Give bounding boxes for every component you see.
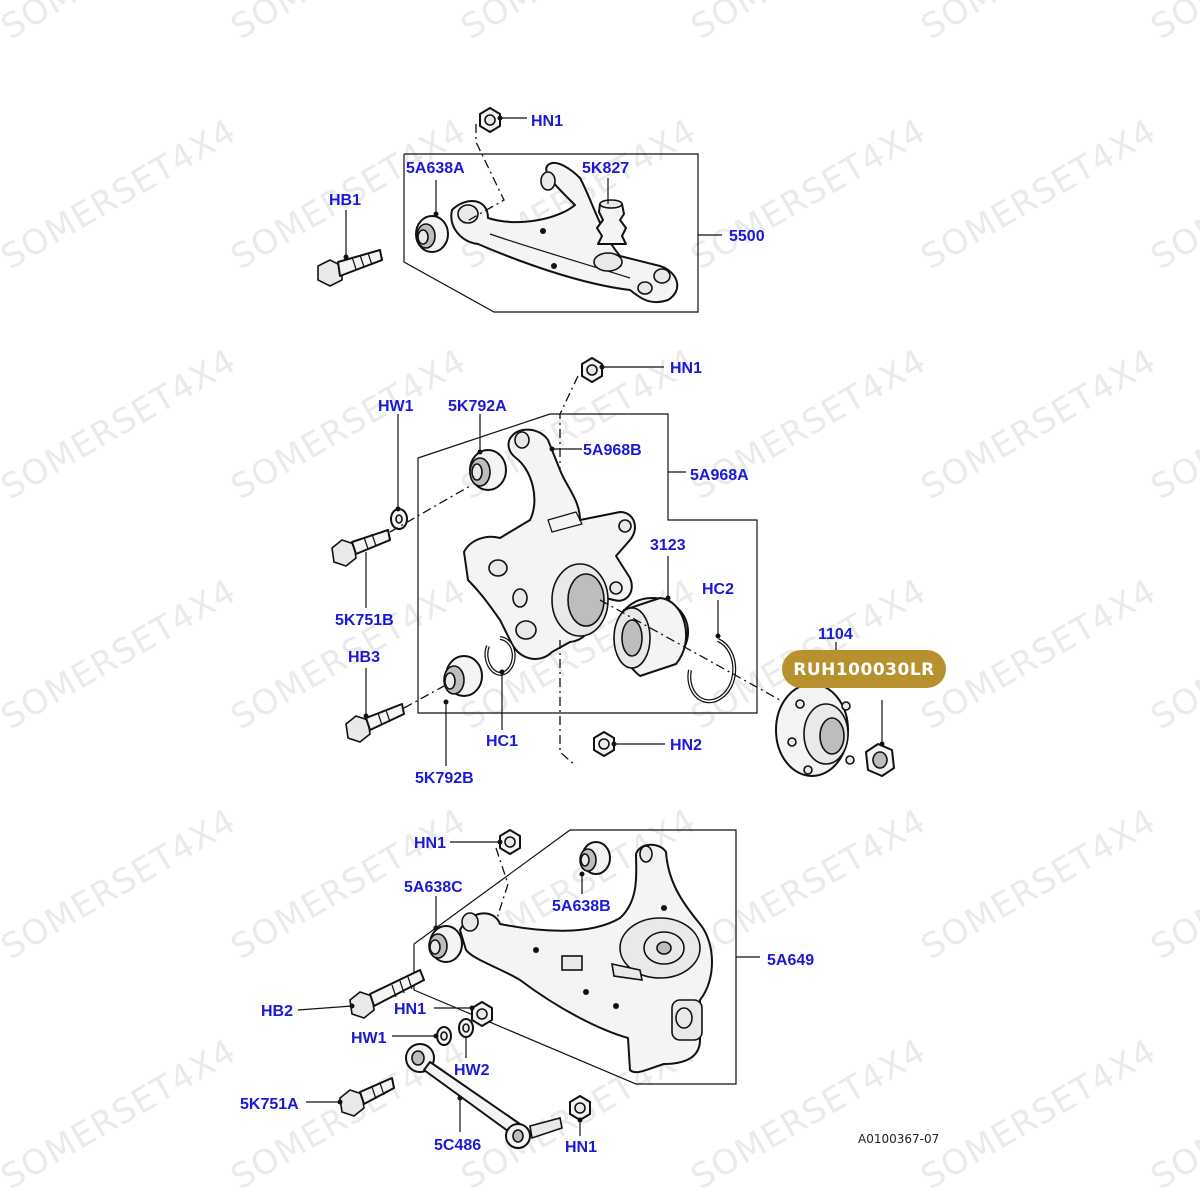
label-hw1-low: HW1 [351, 1030, 387, 1047]
label-5k792a: 5K792A [448, 398, 507, 415]
label-hw1-mid: HW1 [378, 398, 414, 415]
label-hn1-bottom: HN1 [565, 1139, 597, 1156]
hub-1104[interactable] [775, 683, 895, 777]
label-hn1-mid: HN1 [670, 360, 702, 377]
bolt-hb3[interactable] [345, 703, 405, 743]
label-hn1-top: HN1 [531, 113, 563, 130]
label-5a968b: 5A968B [583, 442, 642, 459]
label-5k792b: 5K792B [415, 770, 474, 787]
label-hn1-low: HN1 [414, 835, 446, 852]
nut-hn1-bottom[interactable] [569, 1095, 591, 1121]
hub-knuckle-group: RUH100030LR [331, 357, 946, 777]
label-5k751b: 5K751B [335, 612, 394, 629]
bush-5k792a[interactable] [469, 449, 507, 491]
label-3123: 3123 [650, 537, 686, 554]
upper-control-arm-group [317, 107, 722, 313]
upper-arm-5500[interactable] [450, 161, 679, 304]
part-number-badge[interactable]: RUH100030LR [782, 650, 946, 688]
bush-5a638b[interactable] [579, 841, 611, 875]
bearing-3123[interactable] [613, 597, 689, 677]
label-hw2: HW2 [454, 1062, 490, 1079]
circlip-hc1[interactable] [484, 636, 516, 676]
label-hb2: HB2 [261, 1003, 293, 1020]
link-5c486[interactable] [405, 1043, 563, 1149]
nut-hn2[interactable] [593, 731, 615, 757]
label-5a968a: 5A968A [690, 467, 749, 484]
label-hn2: HN2 [670, 737, 702, 754]
label-hb1: HB1 [329, 192, 361, 209]
bolt-5k751a[interactable] [339, 1077, 395, 1117]
lower-control-arm-group [297, 829, 760, 1149]
nut-hn1-low[interactable] [499, 829, 521, 855]
label-5c486: 5C486 [434, 1137, 481, 1154]
washer-hw1-mid[interactable] [390, 508, 408, 530]
bump-stop-5k827[interactable] [596, 199, 627, 245]
nut-hn1-top[interactable] [479, 107, 501, 133]
callout-labels: HN1 5A638A 5K827 HB1 5500 HN1 HW1 5K792A… [240, 113, 939, 1156]
label-5a638b: 5A638B [552, 898, 611, 915]
bush-5k792b[interactable] [443, 655, 483, 697]
label-hc1: HC1 [486, 733, 518, 750]
nut-hn1-low2[interactable] [471, 1001, 493, 1027]
washer-hw1-low[interactable] [436, 1026, 452, 1046]
part-number-text: RUH100030LR [793, 660, 935, 680]
label-hb3: HB3 [348, 649, 380, 666]
bush-5a638c[interactable] [428, 925, 463, 963]
label-1104: 1104 [818, 626, 853, 643]
bolt-hb2[interactable] [349, 969, 425, 1019]
label-hn1-low2: HN1 [394, 1001, 426, 1018]
label-5a638a: 5A638A [406, 160, 465, 177]
bolt-hb1[interactable] [317, 249, 383, 287]
label-5k827: 5K827 [582, 160, 629, 177]
lower-arm-5a649[interactable] [459, 843, 713, 1074]
nut-hn1-mid[interactable] [581, 357, 603, 383]
bush-5a638a[interactable] [415, 215, 449, 253]
label-hc2: HC2 [702, 581, 734, 598]
label-5k751a: 5K751A [240, 1096, 299, 1113]
washer-hw2[interactable] [458, 1018, 474, 1038]
diagram-code: A0100367-07 [858, 1132, 939, 1146]
label-5a649: 5A649 [767, 952, 814, 969]
label-5a638c: 5A638C [404, 879, 463, 896]
knuckle-5a968a[interactable] [463, 428, 636, 660]
label-5500: 5500 [729, 228, 765, 245]
bolt-5k751b[interactable] [331, 529, 391, 567]
circlip-hc2[interactable] [687, 638, 737, 704]
